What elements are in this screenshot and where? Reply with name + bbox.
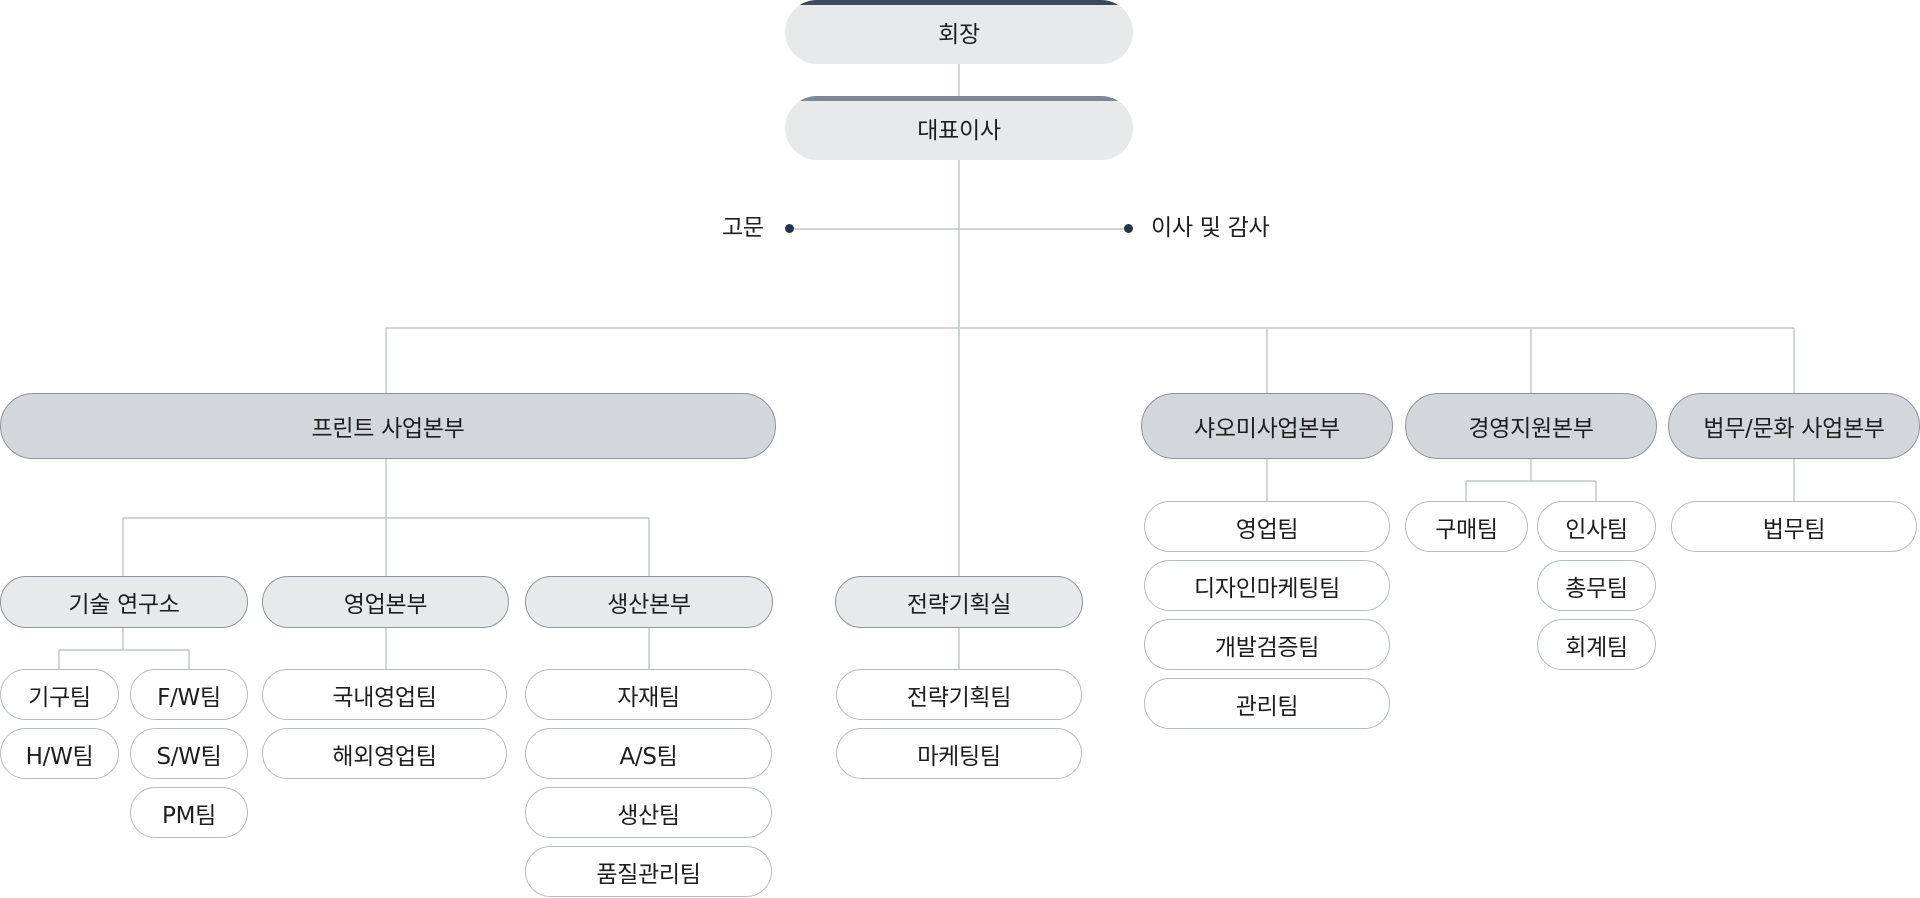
team-node[interactable]: 해외영업팀	[262, 728, 507, 779]
strategy-office-node[interactable]: 전략기획실	[835, 576, 1083, 628]
rnd-center-node[interactable]: 기술 연구소	[0, 576, 248, 628]
team-node[interactable]: 기구팀	[0, 669, 119, 720]
xiaomi-division-node[interactable]: 샤오미사업본부	[1141, 393, 1393, 459]
chairman-node[interactable]: 회장	[785, 0, 1133, 64]
team-node[interactable]: 자재팀	[525, 669, 772, 720]
team-node[interactable]: 품질관리팀	[525, 846, 772, 897]
board-dot	[1124, 224, 1133, 233]
advisor-dot	[785, 224, 794, 233]
production-headquarters-node[interactable]: 생산본부	[525, 576, 773, 628]
team-node[interactable]: 법무팀	[1671, 501, 1917, 552]
team-node[interactable]: 개발검증팀	[1144, 619, 1390, 670]
team-node[interactable]: 구매팀	[1405, 501, 1528, 552]
board-label: 이사 및 감사	[1151, 215, 1270, 241]
team-node[interactable]: 회계팀	[1537, 619, 1656, 670]
team-node[interactable]: A/S팀	[525, 728, 772, 779]
team-node[interactable]: PM팀	[130, 787, 248, 838]
team-node[interactable]: F/W팀	[130, 669, 248, 720]
ceo-label: 대표이사	[917, 118, 1001, 144]
legal-division-node[interactable]: 법무/문화 사업본부	[1668, 393, 1920, 459]
team-node[interactable]: S/W팀	[130, 728, 248, 779]
team-node[interactable]: 인사팀	[1537, 501, 1656, 552]
team-node[interactable]: 국내영업팀	[262, 669, 507, 720]
team-node[interactable]: 영업팀	[1144, 501, 1390, 552]
ceo-node[interactable]: 대표이사	[785, 96, 1133, 160]
team-node[interactable]: 생산팀	[525, 787, 772, 838]
ceo-accent-bar	[785, 96, 1133, 101]
team-node[interactable]: 전략기획팀	[836, 669, 1082, 720]
advisor-label: 고문	[722, 215, 764, 241]
team-node[interactable]: 총무팀	[1537, 560, 1656, 611]
print-division-node[interactable]: 프린트 사업본부	[0, 393, 776, 459]
team-node[interactable]: 마케팅팀	[836, 728, 1082, 779]
chairman-accent-bar	[785, 0, 1133, 5]
chairman-label: 회장	[938, 22, 980, 48]
team-node[interactable]: 관리팀	[1144, 678, 1390, 729]
sales-headquarters-node[interactable]: 영업본부	[262, 576, 509, 628]
team-node[interactable]: 디자인마케팅팀	[1144, 560, 1390, 611]
team-node[interactable]: H/W팀	[0, 728, 119, 779]
management-division-node[interactable]: 경영지원본부	[1405, 393, 1657, 459]
